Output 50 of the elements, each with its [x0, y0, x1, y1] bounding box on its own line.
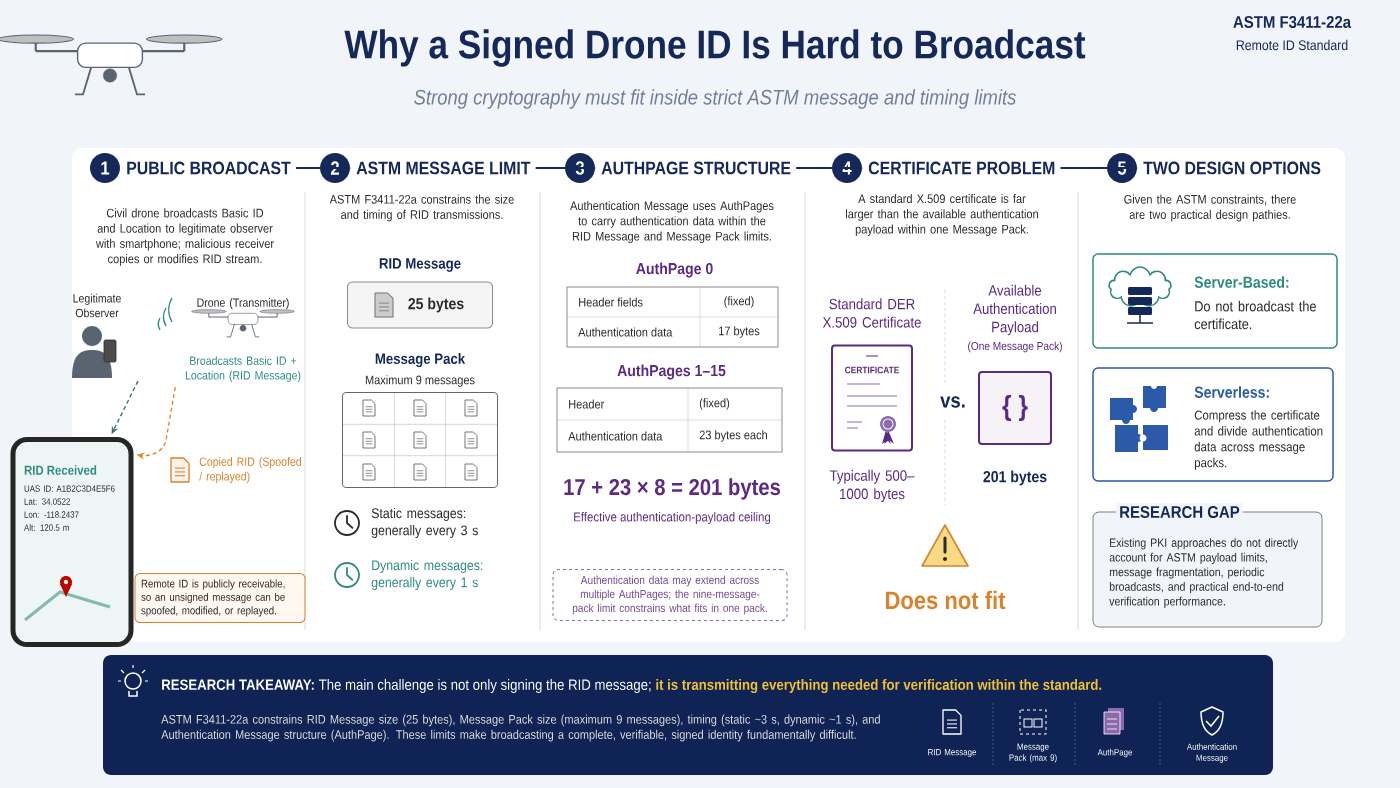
data-table: AuthPage 0 Header fields (fixed) Authentication data 17 bytes	[566, 262, 779, 348]
option-card: Server-Based: Do not broadcast the certificate.	[1092, 253, 1338, 349]
certificate-drawing: Standard DER X.509 Certificate CERTIFICATE Typically 500–1000 bytes	[822, 298, 921, 503]
node-label: (One Message Pack)	[968, 341, 1062, 353]
title: Why a Signed Drone ID Is Hard to Broadcast	[344, 29, 1086, 67]
node-label: Available Authentication Payload	[973, 284, 1056, 336]
drone-label: Drone (Transmitter) Broadcasts Basic ID + Location (RID Message)	[185, 298, 301, 382]
description: ASTM F3411-22a constrains the size and timing of RID transmissions.	[329, 194, 514, 222]
message-box: RID Message 25 bytes	[347, 258, 493, 329]
description: Authentication Message uses AuthPages to carry authentication data within the RID Message and Message Pack limits.	[570, 200, 774, 244]
vs-text: vs.	[940, 396, 965, 408]
icon-caption: Message Pack (max 9)	[1009, 743, 1057, 763]
note-box: Authentication data may extend across multiple AuthPages; the nine-message-pack limit constrains what fits in one pack.	[552, 569, 788, 621]
description: A standard X.509 certificate is far larger than the available authentication payload within one Message Pack.	[846, 193, 1038, 237]
node-label: 201 bytes	[983, 470, 1047, 486]
note-box: Remote ID is publicly receivable, so an unsigned message can be spoofed, modified, or replayed.	[134, 572, 306, 624]
timing-text: Dynamic messages: generally every 1 s	[371, 559, 483, 591]
description: Civil drone broadcasts Basic ID and Location to legitimate observer with smartphone; malicious receiver copies or modifies RID stream.	[95, 208, 274, 266]
payload-box: Available Authentication Payload (One Message Pack) { } 201 bytes	[968, 284, 1062, 486]
research-gap-box: RESEARCH GAP Existing PKI approaches do not directly account for ASTM payload limits, message fragmentation, periodic broadcasts, and practical end-to-end verification performance.	[1092, 503, 1323, 628]
step-heading: PUBLIC BROADCAST	[127, 161, 291, 175]
timing-text: Static messages: generally every 3 s	[371, 507, 478, 539]
node-label: Maximum 9 messages	[365, 375, 475, 387]
annotation-text: Copied RID (Spoofed / replayed)	[199, 457, 301, 483]
node-label: Standard DER X.509 Certificate	[822, 298, 921, 328]
step-heading: AUTHPAGE STRUCTURE	[601, 161, 791, 175]
data-table: AuthPages 1–15 Header (fixed) Authentication data 23 bytes each	[556, 364, 783, 453]
icon-caption: RID Message	[928, 749, 977, 758]
caption-text: Effective authentication-payload ceiling	[574, 511, 770, 525]
icon-caption: Authentication Message	[1186, 743, 1237, 763]
node-label: Typically 500–1000 bytes	[829, 469, 915, 503]
node-label: RID Message	[379, 258, 461, 272]
node-label: AuthPages 1–15	[617, 364, 726, 380]
icon-caption: AuthPage	[1097, 748, 1133, 758]
node-label: AuthPage 0	[636, 262, 713, 278]
node-label: Message Pack	[375, 352, 466, 368]
message-grid: Message Pack Maximum 9 messages	[342, 353, 498, 488]
standard-label: ASTM F3411-22a	[1233, 15, 1352, 29]
step-number: 1	[90, 153, 120, 183]
step-heading: ASTM MESSAGE LIMIT	[356, 161, 531, 175]
warning-text: Does not fit	[886, 590, 1006, 610]
step-heading: TWO DESIGN OPTIONS	[1143, 161, 1321, 175]
standard-label: Remote ID Standard	[1236, 39, 1348, 51]
phone-drawing: RID Received UAS ID: A1B2C3D4E5F6 Lat: 34.0522 Lon: -118.2437 Alt: 120.5 m	[10, 437, 134, 647]
step-heading: CERTIFICATE PROBLEM	[868, 161, 1055, 175]
observer-label: Legitimate Observer	[73, 293, 121, 318]
subtitle: Strong cryptography must fit inside strict ASTM message and timing limits	[414, 89, 1016, 109]
formula-text: 17 + 23 × 8 = 201 bytes	[564, 478, 780, 500]
description: Given the ASTM constraints, there are two practical design pathies.	[1124, 194, 1296, 222]
option-card: Serverless: Compress the certificate and divide authentication data across message packs.	[1092, 367, 1334, 482]
